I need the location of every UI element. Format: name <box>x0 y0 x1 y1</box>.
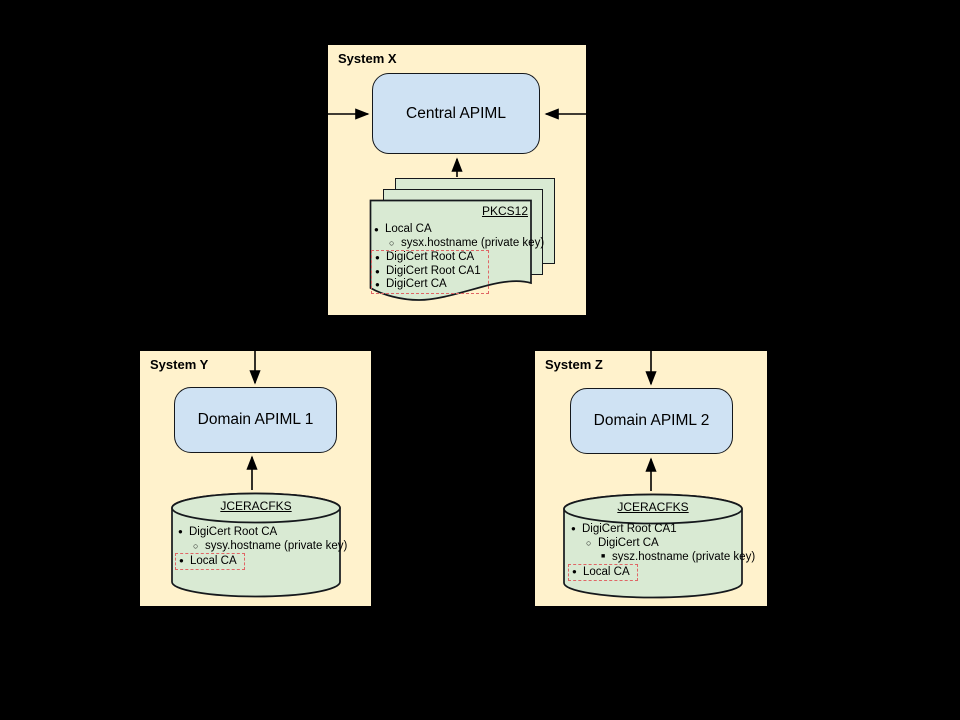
imported-ca-highlight-group: Local CA <box>568 564 638 581</box>
domain-apiml-1-label: Domain APIML 1 <box>197 411 314 428</box>
jceracfks-z-label: JCERACFKS <box>617 500 689 514</box>
keystore-entry: DigiCert Root CA1 <box>372 265 481 279</box>
domain-apiml-2-node: Domain APIML 2 <box>570 388 733 454</box>
jceracfks-y-entries: DigiCert Root CA sysy.hostname (private … <box>175 525 347 570</box>
keystore-entry: Local CA <box>176 554 237 568</box>
keystore-entry: DigiCert CA <box>372 278 481 292</box>
keystore-entry: Local CA <box>371 223 544 237</box>
system-z-title: System Z <box>545 357 603 372</box>
jceracfks-y-label: JCERACFKS <box>220 499 292 513</box>
imported-ca-highlight-group: DigiCert Root CA DigiCert Root CA1 DigiC… <box>371 250 489 294</box>
jceracfks-z-entries: DigiCert Root CA1 DigiCert CA sysz.hostn… <box>568 522 755 581</box>
system-y-title: System Y <box>150 357 209 372</box>
domain-apiml-2-label: Domain APIML 2 <box>593 412 710 429</box>
keystore-entry: Local CA <box>569 565 630 579</box>
keystore-entry: sysy.hostname (private key) <box>175 539 347 553</box>
pkcs12-entries: Local CA sysx.hostname (private key) Dig… <box>371 223 544 294</box>
keystore-entry: sysz.hostname (private key) <box>568 550 755 564</box>
system-x-title: System X <box>338 51 397 66</box>
keystore-entry: DigiCert Root CA1 <box>568 522 755 536</box>
central-apiml-label: Central APIML <box>406 104 506 122</box>
central-apiml-node: Central APIML <box>372 73 540 154</box>
imported-ca-highlight-group: Local CA <box>175 553 245 570</box>
keystore-entry: DigiCert Root CA <box>175 525 347 539</box>
keystore-entry: DigiCert Root CA <box>372 251 481 265</box>
domain-apiml-1-node: Domain APIML 1 <box>174 387 337 453</box>
pkcs12-label: PKCS12 <box>481 204 528 218</box>
keystore-entry: DigiCert CA <box>568 536 755 550</box>
keystore-entry: sysx.hostname (private key) <box>371 237 544 251</box>
